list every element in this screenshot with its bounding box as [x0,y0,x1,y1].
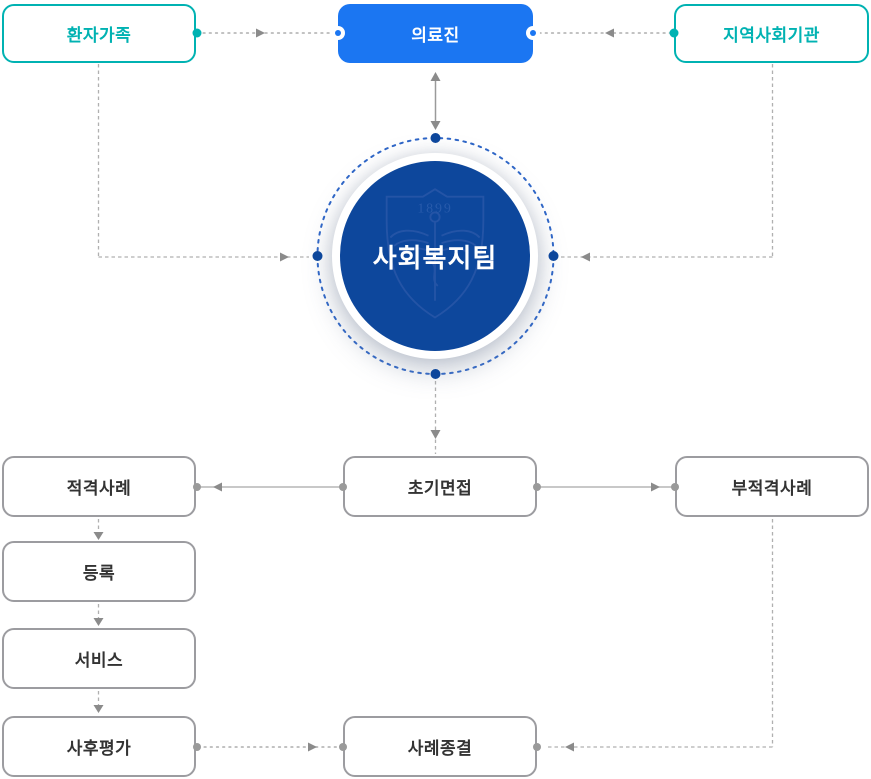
arrow-down-icon [430,121,441,130]
node-medical-staff-label: 의료진 [411,26,460,45]
node-patient-family-label: 환자가족 [66,26,132,45]
arrow-down-icon [93,705,104,713]
arrow-right-icon [280,252,289,262]
arrow-up-icon [430,72,441,81]
node-registration: 등록 [2,541,196,602]
node-eligible-case-label: 적격사례 [66,479,132,498]
node-follow-up-evaluation: 사후평가 [2,716,196,777]
node-community-org-label: 지역사회기관 [723,26,820,45]
arrow-left-icon [605,28,614,38]
node-initial-interview-label: 초기면접 [407,479,473,498]
node-eligible-case: 적격사례 [2,456,196,517]
arrow-right-icon [308,742,317,752]
node-registration-label: 등록 [82,564,116,583]
center-circle: 1899 사회복지팀 [340,161,530,351]
arrow-left-icon [213,482,222,492]
node-medical-staff: 의료진 [338,4,533,63]
node-case-closure-label: 사례종결 [407,739,473,758]
anchor-dot-navy [548,251,559,261]
node-service-label: 서비스 [74,651,124,670]
node-ineligible-case: 부적격사례 [675,456,869,517]
node-initial-interview: 초기면접 [343,456,537,517]
anchor-dot-navy [430,369,441,379]
node-follow-up-evaluation-label: 사후평가 [66,739,132,758]
node-ineligible-case-label: 부적격사례 [731,479,813,498]
arrow-left-icon [565,742,574,752]
anchor-dot-navy [312,251,323,261]
node-community-org: 지역사회기관 [674,4,869,63]
arrow-down-icon [430,430,441,439]
arrow-left-icon [581,252,590,262]
anchor-dot-navy [430,133,441,143]
arrow-down-icon [93,532,104,540]
arrow-right-icon [651,482,660,492]
node-service: 서비스 [2,628,196,689]
node-patient-family: 환자가족 [2,4,196,63]
node-case-closure: 사례종결 [343,716,537,777]
arrow-right-icon [256,28,265,38]
emblem-year-text: 1899 [417,201,452,216]
arrow-down-icon [93,618,104,626]
center-circle-label: 사회복지팀 [372,242,498,273]
